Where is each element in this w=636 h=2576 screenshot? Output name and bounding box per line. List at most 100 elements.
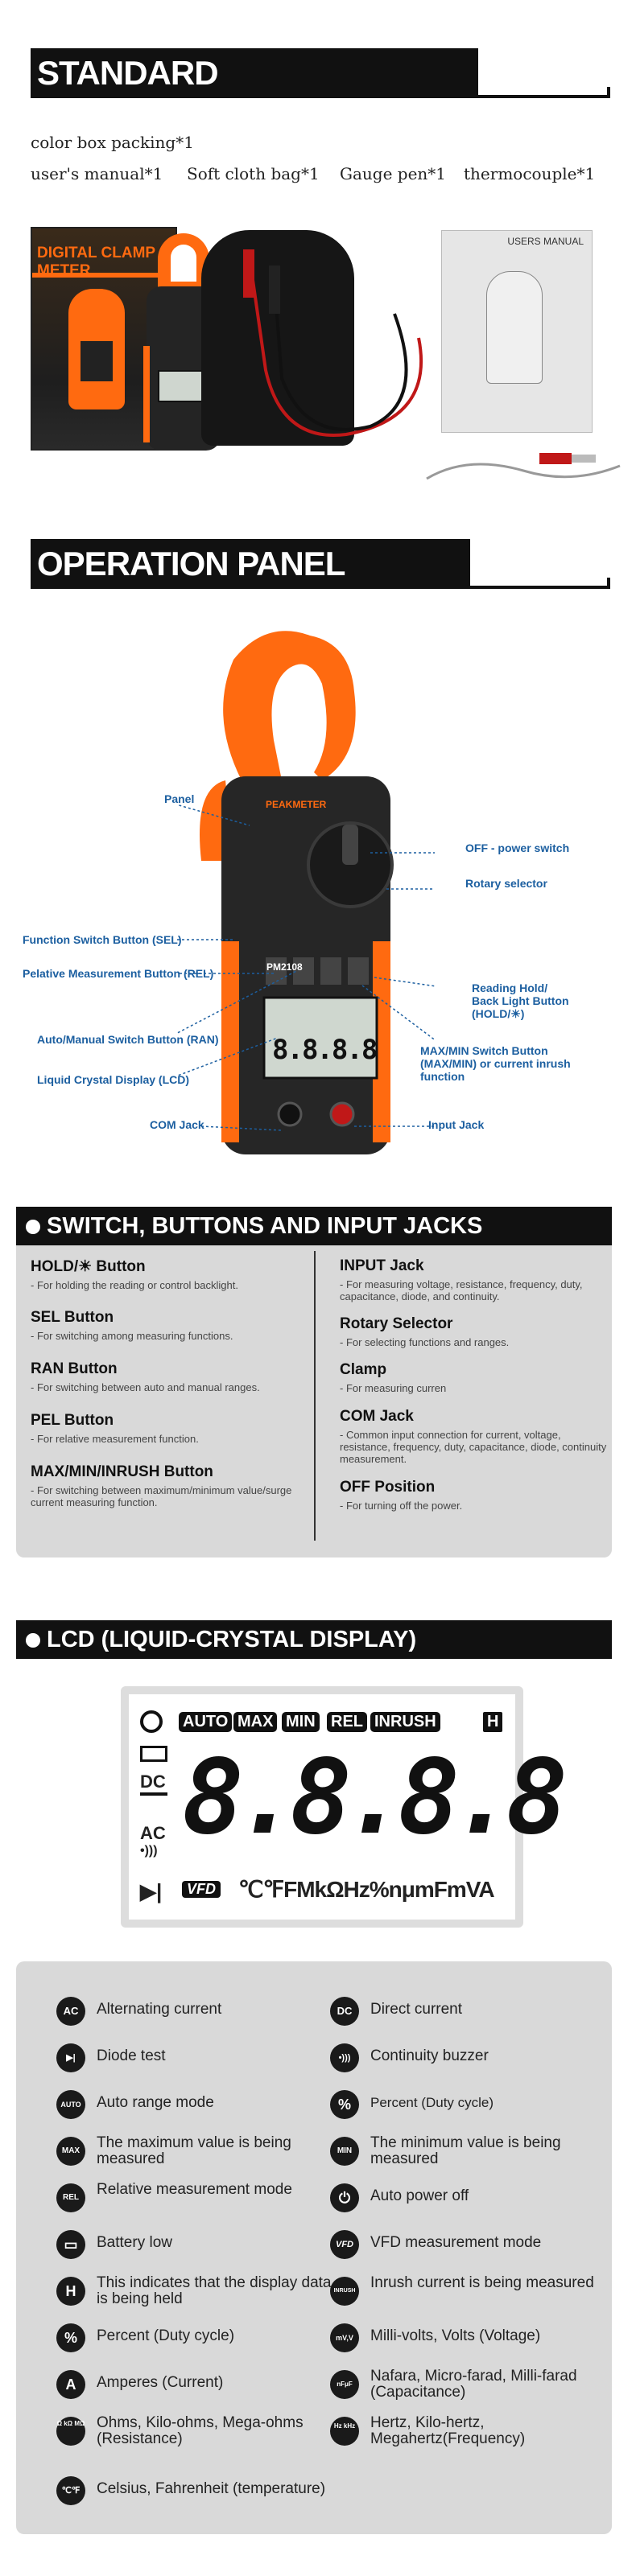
manual-meter-illustration [486,271,543,384]
meter-display-value: 8.8.8.8 [272,1034,378,1066]
legend-text: The maximum value is being measured [97,2134,291,2167]
callout-lcd: Liquid Crystal Display (LCD) [37,1073,190,1086]
legend-right-4: ⏻ Auto power off [330,2182,604,2214]
callout-input-jack: Input Jack [428,1118,485,1131]
continuity-icon: •))) [330,2043,359,2072]
legend-text: Inrush current is being measured [370,2274,594,2291]
switch-title: OFF Position [340,1479,436,1496]
switch-left-0: HOLD/☀ Button - For holding the reading o… [31,1257,304,1291]
legend-right-7: mV,V Milli-volts, Volts (Voltage) [330,2322,604,2354]
legend-right-2: % Percent (Duty cycle) [330,2088,604,2121]
legend-left-9: Ω kΩ MΩ Ohms, Kilo-ohms, Mega-ohms (Resis… [56,2415,330,2447]
config-item-box: color box packing*1 [31,133,194,152]
callout-max-min: MAX/MIN Switch Button (MAX/MIN) or curre… [420,1044,571,1083]
config-banner-line-end [607,87,610,98]
legend-left-5: ▭Battery low [56,2228,330,2261]
legend-text: Percent (Duty cycle) [370,2095,494,2110]
bullet-dot [26,1633,40,1648]
switch-title: PEL Button [31,1412,114,1429]
switch-title: HOLD/☀ Button [31,1258,146,1275]
switch-desc: - For holding the reading or control bac… [31,1279,238,1291]
legend-left-3: MAX The maximum value is being measured [56,2135,330,2167]
callout-ran: Auto/Manual Switch Button (RAN) [37,1033,219,1046]
callout-hold: Reading Hold/ Back Light Button (HOLD/☀) [472,981,569,1020]
dc-bar [140,1792,167,1796]
box-stripe [32,273,176,278]
lcd-tag-auto: AUTO [179,1712,233,1732]
legend-text: Celsius, Fahrenheit (temperature) [97,2480,326,2497]
legend-text: This indicates that the display data is … [97,2274,332,2307]
lcd-legend-panel [16,1961,612,2534]
lcd-tag-hold: H [483,1712,503,1732]
switch-title: RAN Button [31,1360,118,1377]
legend-text: Percent (Duty cycle) [97,2327,235,2344]
switch-right-4: OFF Position - For turning off the power. [340,1479,613,1512]
switch-desc: - For relative measurement function. [31,1433,199,1445]
meter-brand: PEAKMETER [266,799,327,810]
max-icon: MAX [56,2137,85,2166]
gauge-pen-image [243,249,423,437]
switch-desc: - For measuring curren [340,1382,447,1394]
config-item-manual: user's manual*1 [31,164,163,183]
callout-panel: Panel [164,792,195,805]
callout-off: OFF - power switch [465,842,570,854]
legend-text: Milli-volts, Volts (Voltage) [370,2327,541,2344]
legend-text: Hertz, Kilo-hertz, Megahertz(Frequency) [370,2414,526,2447]
switch-desc: - For switching between auto and manual … [31,1381,260,1393]
legend-text: Diode test [97,2047,166,2064]
switch-desc: - For selecting functions and ranges. [340,1336,510,1348]
switch-desc: - For turning off the power. [340,1500,463,1512]
frequency-icon: Hz kHz [330,2417,359,2446]
config-title: STANDARD CONFIGURATION [37,54,311,142]
callout-rotary: Rotary selector [465,877,547,890]
legend-left-1: ▶|Diode test [56,2042,330,2074]
config-banner: STANDARD CONFIGURATION [31,48,478,142]
dc-icon: DC [330,1997,359,2026]
switch-title: COM Jack [340,1408,414,1425]
config-banner-line [478,95,610,98]
rel-icon: REL [56,2183,85,2212]
lcd-tag-inrush: INRUSH [370,1712,440,1732]
ohms-icon: Ω kΩ MΩ [56,2417,85,2446]
box-meter-screen [81,341,113,381]
lcd-title: LCD (LIQUID-CRYSTAL DISPLAY) [47,1627,417,1652]
vfd-icon: VFD [330,2230,359,2259]
lcd-tag-max: MAX [233,1712,278,1732]
lcd-section-bar: LCD (LIQUID-CRYSTAL DISPLAY) [16,1620,612,1659]
legend-text: Battery low [97,2234,172,2251]
switch-title: MAX/MIN/INRUSH Button [31,1463,213,1480]
meter-photo-side-left [143,346,150,442]
legend-right-9: Hz kHz Hertz, Kilo-hertz, Megahertz(Frequ… [330,2415,604,2447]
auto-power-off-icon [140,1710,163,1733]
lcd-tag-min: MIN [282,1712,320,1732]
legend-text: Continuity buzzer [370,2047,489,2064]
min-icon: MIN [330,2137,359,2166]
manual-label: USERS MANUAL [507,236,584,247]
switches-divider [314,1251,316,1541]
legend-text: Auto power off [370,2187,469,2204]
callout-sel: Function Switch Button (SEL) [23,933,182,946]
percent-icon: % [330,2090,359,2119]
power-off-icon: ⏻ [330,2183,359,2212]
switch-left-4: MAX/MIN/INRUSH Button - For switching bet… [31,1463,304,1508]
config-item-thermocouple: thermocouple*1 [464,164,596,183]
switch-right-2: Clamp- For measuring curren [340,1361,613,1394]
operation-banner: OPERATION PANEL [31,539,470,589]
lcd-digits: 8.8.8.8 [182,1738,568,1858]
legend-text: Alternating current [97,2001,222,2018]
voltage-icon: mV,V [330,2323,359,2352]
legend-text: Ohms, Kilo-ohms, Mega-ohms (Resistance) [97,2414,304,2447]
meter-photo-clamp-gap [171,245,196,282]
switch-desc: - For switching between maximum/minimum … [31,1484,292,1508]
continuity-icon: •))) [140,1844,158,1858]
